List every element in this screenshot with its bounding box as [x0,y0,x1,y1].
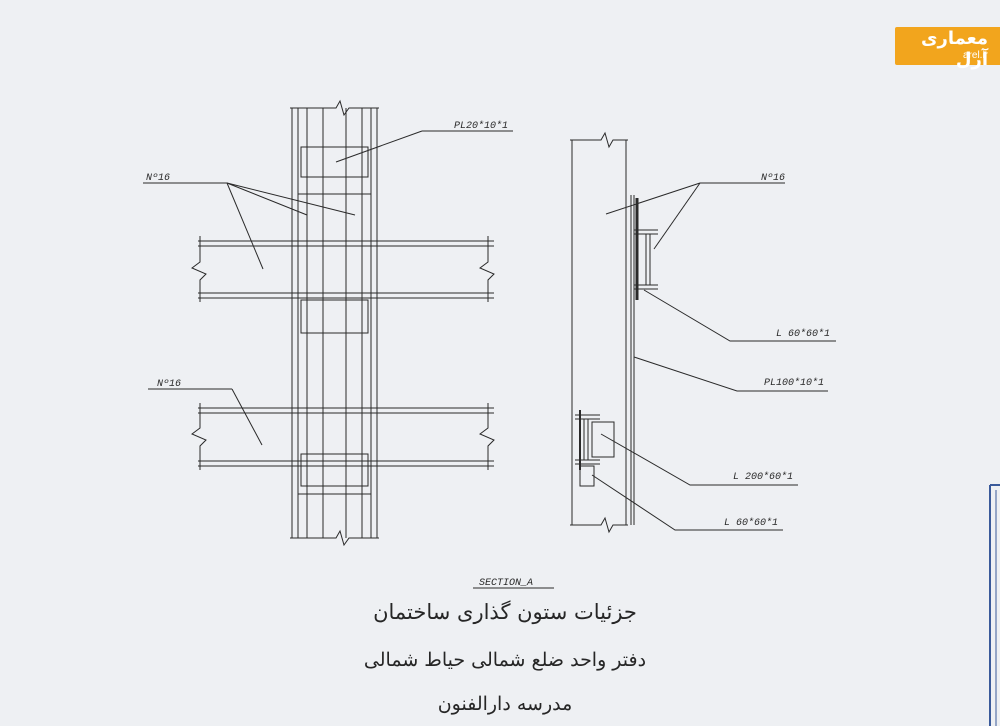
plate-top [300,146,369,178]
frame-corner [989,484,1000,726]
title-line-3: مدرسه دارالفنون [437,693,573,715]
beam-upper [191,236,495,302]
logo-text-en: arel.ir [962,50,988,61]
label-pl100: PL100*10*1 [764,377,824,389]
section-break-top [570,131,628,149]
section-break-bottom [570,516,628,534]
beam-lower [191,403,495,470]
label-no16-right: Nº16 [761,173,785,184]
label-no16-lower: Nº16 [157,379,181,390]
title-line-2: دفتر واحد ضلع شمالی حیاط شمالی [363,649,647,671]
title-line-1: جزئیات ستون گذاری ساختمان [373,600,637,624]
column-break-bottom [290,529,379,547]
right-section [570,131,658,534]
plate-mid-outline [297,193,372,495]
plate-mid [300,299,369,334]
logo-text-fa: معماری آرل [921,28,988,70]
left-column [290,99,379,547]
label-l60-lower: L 60*60*1 [724,517,778,529]
right-leaders [591,182,836,531]
brand-logo[interactable]: معماری آرل arel.ir [895,27,1000,70]
left-leaders [143,130,513,446]
label-pl20: PL20*10*1 [454,120,508,132]
label-l60-upper: L 60*60*1 [776,328,830,340]
label-no16-upper: Nº16 [146,173,170,184]
plate-bottom [300,453,369,487]
label-l200: L 200*60*1 [733,471,793,483]
section-label: SECTION_A [479,578,533,589]
column-break-top [290,99,379,117]
